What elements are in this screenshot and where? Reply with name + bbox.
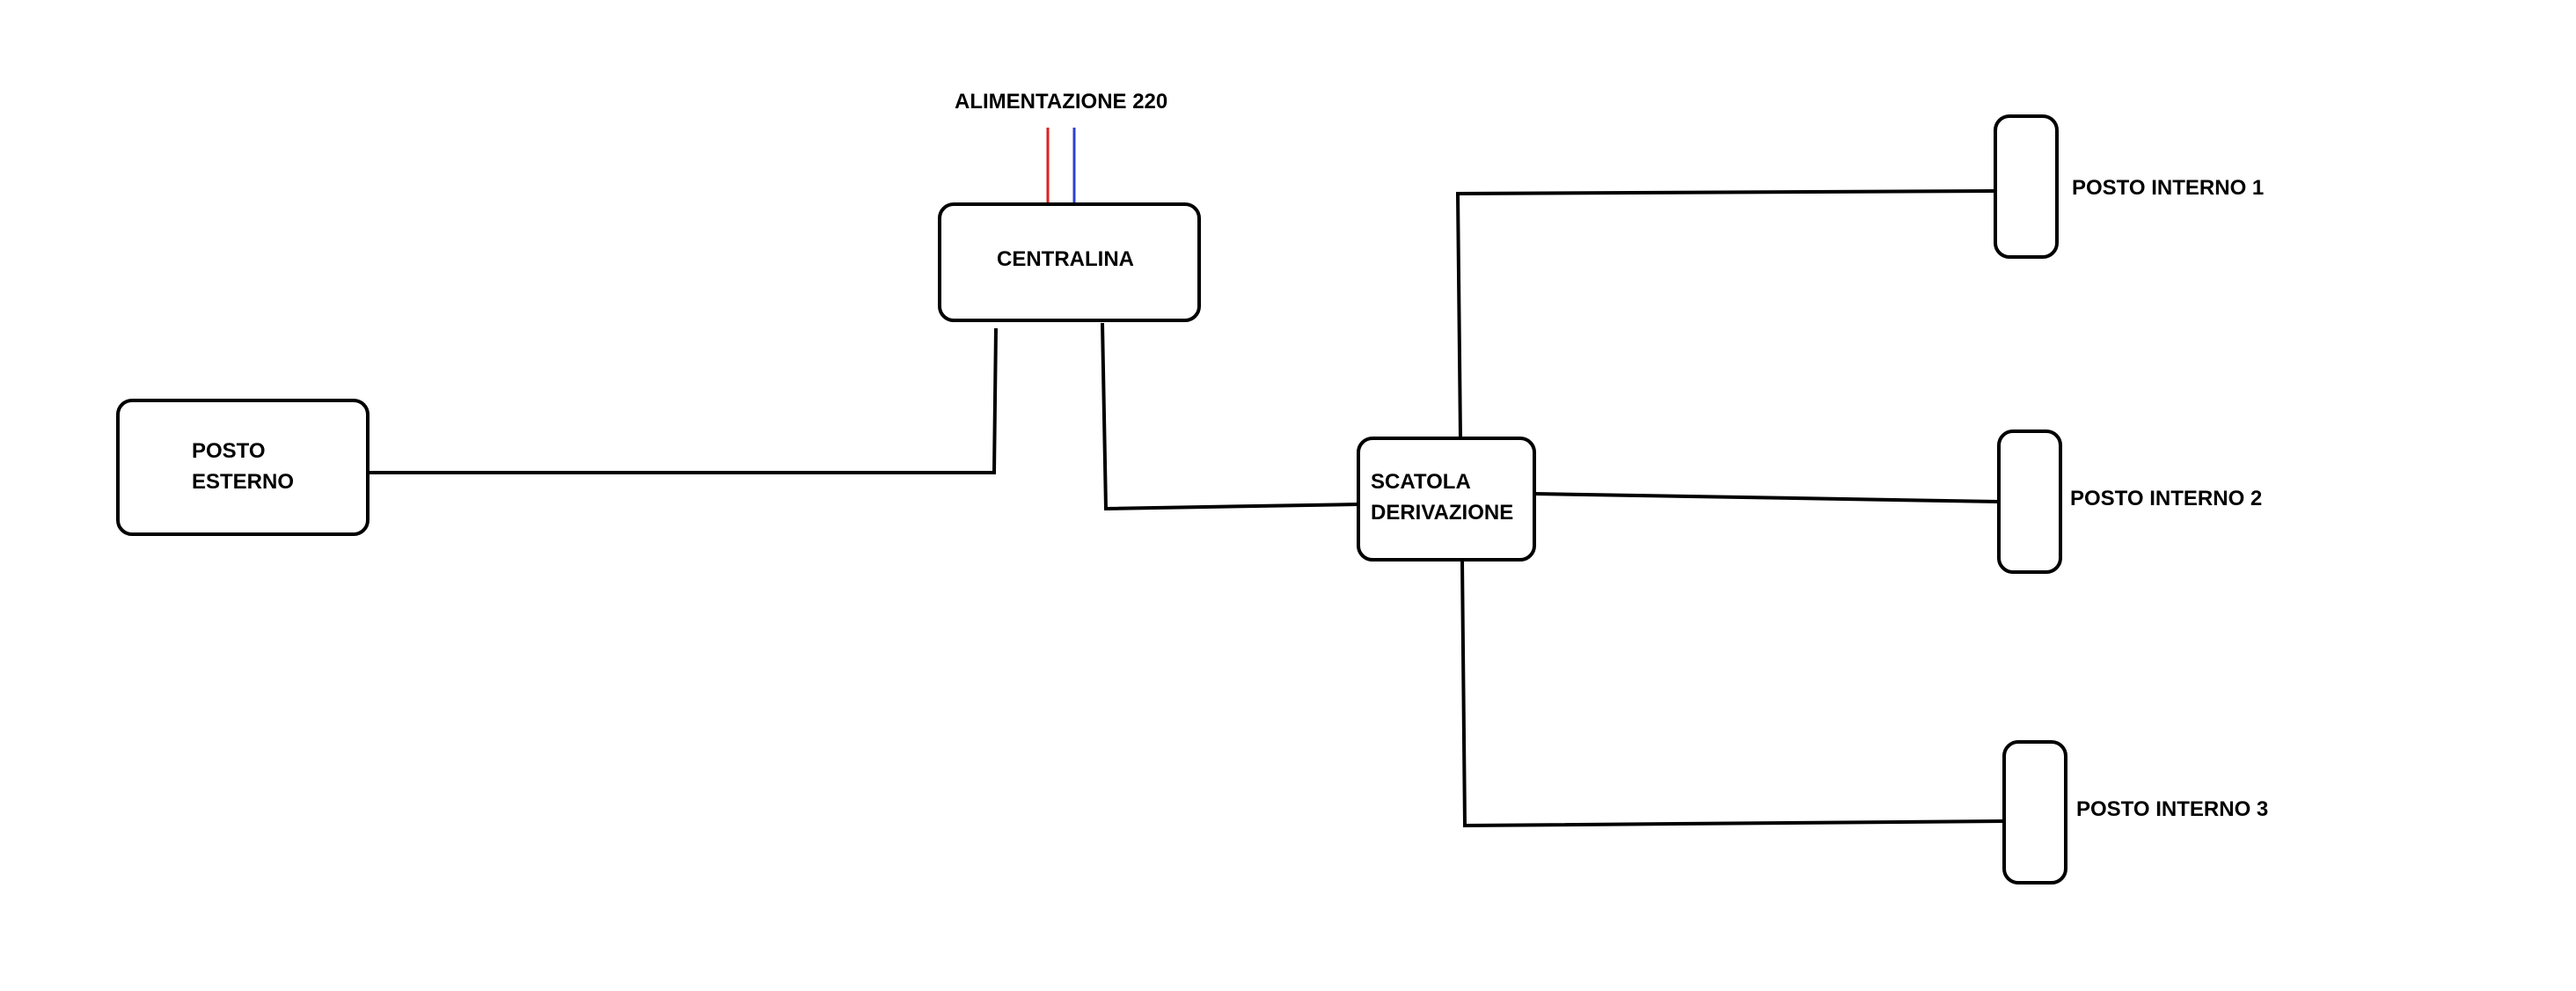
posto-interno-1-label: POSTO INTERNO 1 xyxy=(2072,176,2265,200)
wire-scatola-to-interno-2 xyxy=(1533,492,2000,503)
scatola-derivazione-label: SCATOLA DERIVAZIONE xyxy=(1371,467,1513,529)
posto-esterno-line2: ESTERNO xyxy=(192,469,295,494)
posto-interno-2-label: POSTO INTERNO 2 xyxy=(2070,487,2263,510)
posto-interno-3-box xyxy=(2002,740,2067,885)
posto-esterno-box xyxy=(116,399,370,536)
centralina-label: CENTRALINA xyxy=(997,247,1134,271)
centralina-box xyxy=(938,202,1201,322)
wire-esterno-to-centralina xyxy=(368,327,998,474)
posto-esterno-label: POSTO ESTERNO xyxy=(192,437,294,498)
wire-scatola-to-interno-3 xyxy=(1460,559,2005,828)
scatola-derivazione-box xyxy=(1357,437,1536,562)
wire-scatola-to-interno-1 xyxy=(1455,189,1996,439)
scatola-derivazione-line1: SCATOLA xyxy=(1371,470,1471,494)
posto-interno-3-label: POSTO INTERNO 3 xyxy=(2076,797,2269,821)
posto-esterno-line1: POSTO xyxy=(192,439,266,463)
wire-centralina-to-scatola xyxy=(1101,322,1359,511)
posto-interno-1-box xyxy=(1994,114,2059,259)
posto-interno-2-box xyxy=(1997,429,2062,574)
scatola-derivazione-line2: DERIVAZIONE xyxy=(1371,500,1514,525)
power-supply-label: ALIMENTAZIONE 220 xyxy=(955,90,1168,114)
